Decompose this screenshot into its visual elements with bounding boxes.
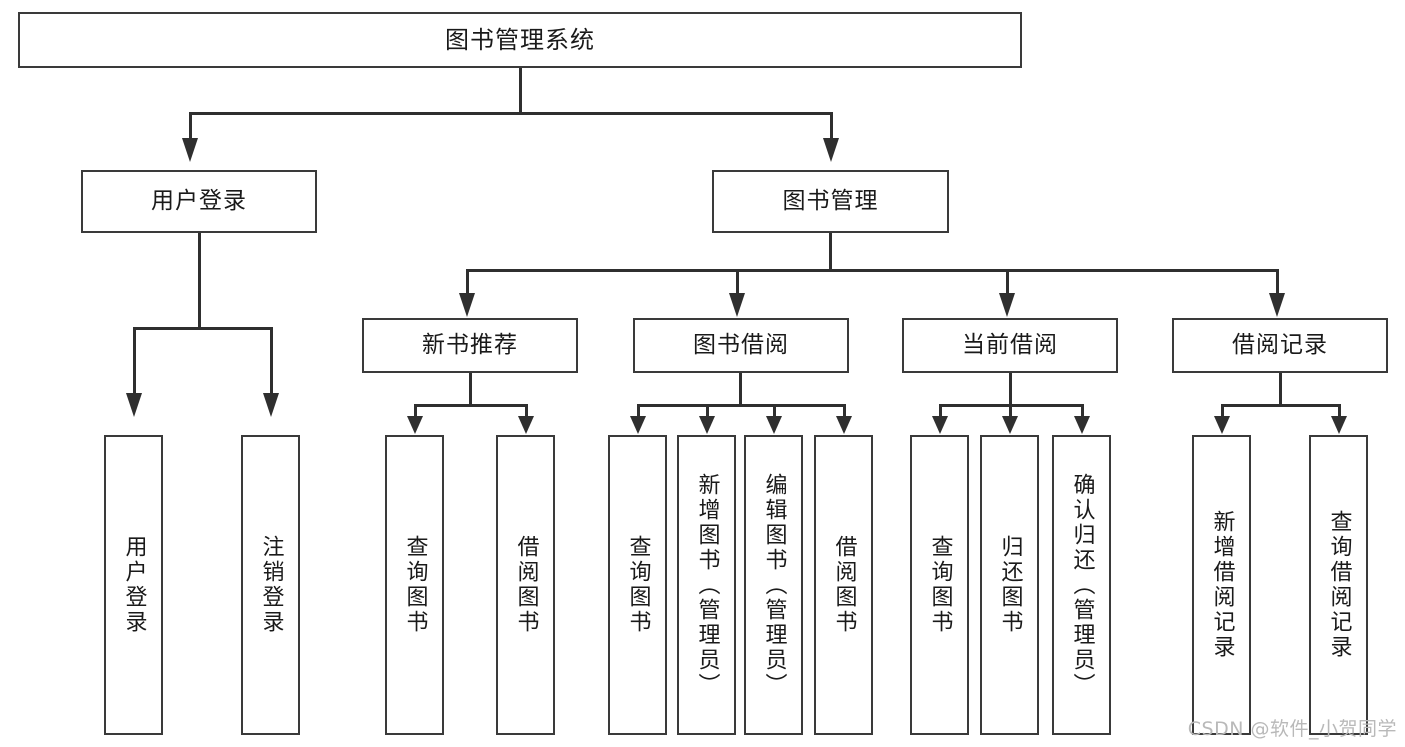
connector-borrow-bus: [637, 404, 845, 407]
node-label: 图书借阅: [693, 331, 789, 358]
arrow-to-book-management: [823, 138, 839, 162]
node-label: 图书管理: [782, 187, 879, 214]
node-label: 图书管理系统: [445, 25, 595, 54]
connector-book-management-stem: [829, 233, 832, 271]
connector-user-login-stem: [198, 233, 201, 329]
connector-borrow-stem: [739, 373, 742, 406]
leaf-recommend-query-book[interactable]: 查询图书: [385, 435, 444, 735]
connector-recommend-drop-1: [414, 404, 417, 418]
node-label: 借阅记录: [1232, 331, 1328, 358]
connector-recommend-drop-2: [525, 404, 528, 418]
connector-level3-drop-2: [736, 269, 739, 295]
connector-level2-right-drop: [830, 112, 833, 140]
arrow-to-current-leaf-3: [1074, 416, 1090, 434]
leaf-logout[interactable]: 注销登录: [241, 435, 300, 735]
arrow-to-record-leaf-1: [1214, 416, 1230, 434]
node-new-book-recommend[interactable]: 新书推荐: [362, 318, 578, 373]
arrow-to-borrow-leaf-1: [630, 416, 646, 434]
connector-borrow-drop-4: [843, 404, 846, 418]
arrow-to-borrow-record: [1269, 293, 1285, 317]
leaf-label: 新增图书（管理员）: [694, 472, 720, 698]
arrow-to-book-borrow: [729, 293, 745, 317]
connector-level3-drop-3: [1006, 269, 1009, 295]
connector-record-drop-2: [1338, 404, 1341, 418]
arrow-to-borrow-leaf-4: [836, 416, 852, 434]
connector-level3-drop-4: [1276, 269, 1279, 295]
leaf-borrow-add-book-admin[interactable]: 新增图书（管理员）: [677, 435, 736, 735]
arrow-to-user-login: [182, 138, 198, 162]
leaf-current-confirm-return-admin[interactable]: 确认归还（管理员）: [1052, 435, 1111, 735]
connector-level2-bus: [189, 112, 832, 115]
leaf-label: 确认归还（管理员）: [1069, 472, 1095, 698]
leaf-record-query-record[interactable]: 查询借阅记录: [1309, 435, 1368, 735]
connector-current-drop-1: [939, 404, 942, 418]
connector-current-drop-3: [1081, 404, 1084, 418]
leaf-label: 借阅图书: [513, 535, 539, 635]
connector-user-login-bus: [133, 327, 270, 330]
leaf-current-return-book[interactable]: 归还图书: [980, 435, 1039, 735]
watermark-text: CSDN @软件_小贺同学: [1187, 718, 1397, 740]
node-book-borrow[interactable]: 图书借阅: [633, 318, 849, 373]
leaf-label: 注销登录: [258, 535, 284, 635]
leaf-label: 用户登录: [121, 535, 147, 635]
node-label: 当前借阅: [962, 331, 1058, 358]
leaf-borrow-edit-book-admin[interactable]: 编辑图书（管理员）: [744, 435, 803, 735]
node-current-borrow[interactable]: 当前借阅: [902, 318, 1118, 373]
connector-record-stem: [1279, 373, 1282, 406]
connector-record-bus: [1221, 404, 1340, 407]
connector-current-bus: [939, 404, 1084, 407]
leaf-current-query-book[interactable]: 查询图书: [910, 435, 969, 735]
connector-level3-drop-1: [466, 269, 469, 295]
arrow-to-current-leaf-2: [1002, 416, 1018, 434]
leaf-label: 借阅图书: [831, 535, 857, 635]
arrow-to-current-leaf-1: [932, 416, 948, 434]
node-borrow-record[interactable]: 借阅记录: [1172, 318, 1388, 373]
leaf-label: 归还图书: [997, 535, 1023, 635]
node-root-book-management-system[interactable]: 图书管理系统: [18, 12, 1022, 68]
node-book-management[interactable]: 图书管理: [712, 170, 949, 233]
leaf-borrow-borrow-book[interactable]: 借阅图书: [814, 435, 873, 735]
arrow-to-current-borrow: [999, 293, 1015, 317]
connector-borrow-drop-1: [637, 404, 640, 418]
leaf-label: 查询图书: [927, 535, 953, 635]
leaf-label: 新增借阅记录: [1209, 510, 1235, 660]
leaf-record-add-record[interactable]: 新增借阅记录: [1192, 435, 1251, 735]
node-label: 用户登录: [151, 187, 247, 214]
leaf-label: 查询图书: [625, 535, 651, 635]
connector-current-drop-2: [1009, 404, 1012, 418]
connector-level3-bus: [466, 269, 1278, 272]
connector-root-stem: [519, 68, 522, 112]
leaf-label: 查询图书: [402, 535, 428, 635]
connector-user-login-leaf2-drop: [270, 327, 273, 395]
connector-recommend-bus: [414, 404, 527, 407]
node-user-login[interactable]: 用户登录: [81, 170, 317, 233]
connector-record-drop-1: [1221, 404, 1224, 418]
arrow-to-recommend-leaf-2: [518, 416, 534, 434]
arrow-to-recommend-leaf-1: [407, 416, 423, 434]
arrow-to-leaf-logout: [263, 393, 279, 417]
connector-borrow-drop-2: [706, 404, 709, 418]
leaf-borrow-query-book[interactable]: 查询图书: [608, 435, 667, 735]
node-label: 新书推荐: [422, 331, 518, 358]
leaf-recommend-borrow-book[interactable]: 借阅图书: [496, 435, 555, 735]
connector-recommend-stem: [469, 373, 472, 406]
connector-level2-left-drop: [189, 112, 192, 140]
leaf-label: 编辑图书（管理员）: [761, 472, 787, 698]
arrow-to-new-book-recommend: [459, 293, 475, 317]
connector-user-login-leaf1-drop: [133, 327, 136, 395]
arrow-to-record-leaf-2: [1331, 416, 1347, 434]
arrow-to-borrow-leaf-2: [699, 416, 715, 434]
leaf-label: 查询借阅记录: [1326, 510, 1352, 660]
arrow-to-borrow-leaf-3: [766, 416, 782, 434]
arrow-to-leaf-user-login: [126, 393, 142, 417]
leaf-user-login[interactable]: 用户登录: [104, 435, 163, 735]
connector-borrow-drop-3: [773, 404, 776, 418]
connector-current-stem: [1009, 373, 1012, 406]
